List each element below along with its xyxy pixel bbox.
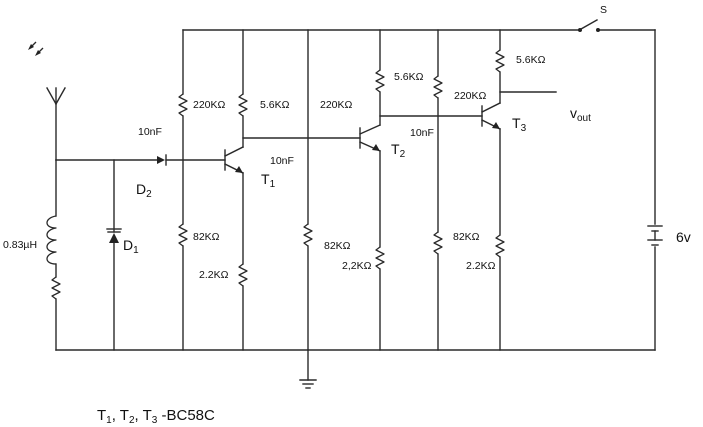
light-arrows-icon <box>28 41 44 56</box>
resistor-220k-3 <box>433 75 443 99</box>
label-220k-2: 220KΩ <box>320 99 353 111</box>
label-2k2-3: 2.2KΩ <box>466 260 496 272</box>
label-cap-3: 10nF <box>410 127 434 139</box>
transistor-t2 <box>359 124 381 152</box>
label-82k-1: 82KΩ <box>193 231 220 243</box>
label-5k6-3: 5.6KΩ <box>516 54 546 66</box>
label-220k-3: 220KΩ <box>454 90 487 102</box>
label-2k2-1: 2.2KΩ <box>199 269 229 281</box>
label-t2: T2 <box>391 141 406 160</box>
resistor-82k-2 <box>303 223 313 247</box>
label-battery: 6v <box>676 229 691 245</box>
label-t1: T1 <box>261 171 276 190</box>
label-d2: D2 <box>136 181 152 200</box>
label-82k-2: 82KΩ <box>324 240 351 252</box>
label-2k2-2: 2,2KΩ <box>342 260 372 272</box>
label-cap-1: 10nF <box>138 126 162 138</box>
resistor-2k2-1 <box>238 263 248 287</box>
label-220k-1: 220KΩ <box>193 99 226 111</box>
diode-d1 <box>106 228 122 243</box>
label-d1: D1 <box>123 237 139 256</box>
resistor-220k-1 <box>178 93 188 117</box>
diode-d2 <box>157 154 167 166</box>
resistor-5k6-2 <box>375 69 385 93</box>
label-inductor: 0.83µH <box>3 239 37 251</box>
resistor-antenna <box>51 276 61 300</box>
transistor-t3 <box>481 102 501 130</box>
transistor-t1 <box>224 146 244 174</box>
resistor-2k2-3 <box>495 234 505 258</box>
resistor-5k6-1 <box>238 93 248 117</box>
label-cap-2: 10nF <box>270 155 294 167</box>
resistor-2k2-2 <box>375 246 385 270</box>
label-t3: T3 <box>512 115 527 134</box>
ground-symbol <box>299 349 317 389</box>
resistor-82k-1 <box>178 223 188 247</box>
label-switch: S <box>600 4 607 16</box>
footnote-transistor-type: T1, T2, T3 -BC58C <box>97 407 215 426</box>
inductor <box>46 215 57 265</box>
label-82k-3: 82KΩ <box>453 231 480 243</box>
label-vout: vout <box>570 105 591 124</box>
battery <box>647 225 663 246</box>
label-5k6-1: 5.6KΩ <box>260 99 290 111</box>
antenna <box>46 87 66 161</box>
label-5k6-2: 5.6KΩ <box>394 71 424 83</box>
resistor-5k6-3 <box>495 49 505 73</box>
switch-s[interactable] <box>578 19 600 32</box>
resistor-82k-3 <box>433 231 443 255</box>
